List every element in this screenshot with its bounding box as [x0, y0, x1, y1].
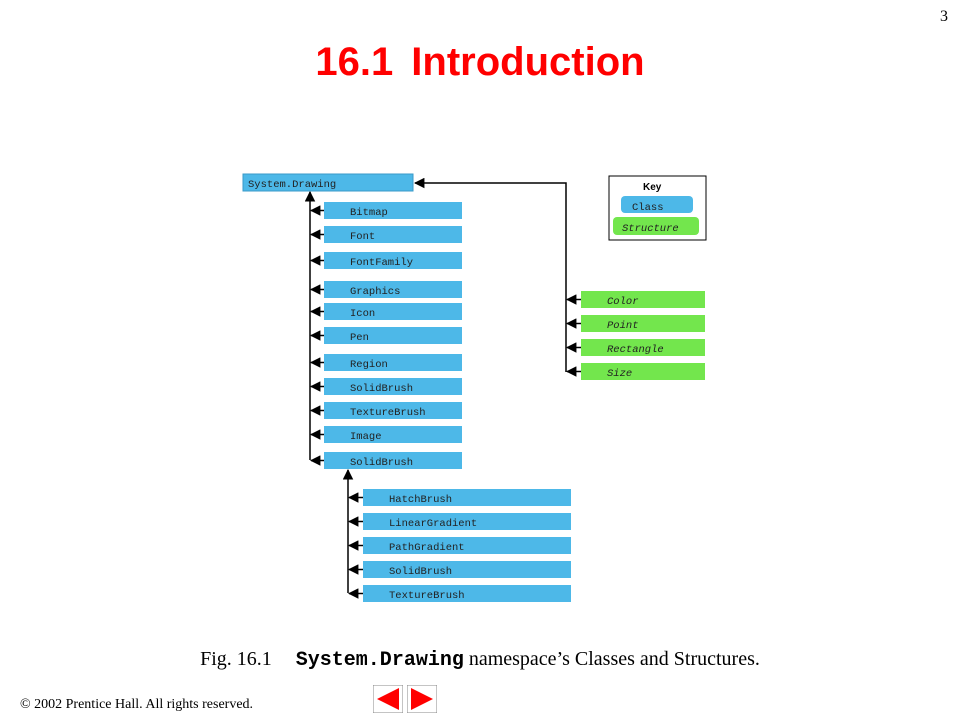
- page-number: 3: [940, 8, 948, 25]
- class-node-2: FontFamily: [309, 252, 462, 269]
- next-slide-button[interactable]: [407, 685, 437, 713]
- class-node-1-label: Font: [350, 231, 375, 243]
- class-node-6: Region: [309, 354, 462, 371]
- brush-group: HatchBrushLinearGradientPathGradientSoli…: [347, 489, 571, 602]
- section-number: 16.1: [315, 40, 394, 84]
- class-node-9-label: Image: [350, 431, 382, 443]
- previous-slide-button[interactable]: [373, 685, 403, 713]
- structure-node-0-label: Color: [607, 296, 639, 308]
- class-node-3-label: Graphics: [350, 286, 400, 298]
- class-node-2-label: FontFamily: [350, 257, 413, 269]
- brush-node-0: HatchBrush: [347, 489, 571, 506]
- structure-node-3: Size: [565, 363, 705, 380]
- class-node-8: TextureBrush: [309, 402, 462, 419]
- brush-node-0-box: [363, 489, 571, 506]
- structure-node-1: Point: [565, 315, 705, 332]
- key-structure-label: Structure: [622, 223, 679, 235]
- slide-title: 16.1 Introduction: [0, 40, 960, 85]
- class-node-0-box: [324, 202, 462, 219]
- copyright-notice: © 2002 Prentice Hall. All rights reserve…: [20, 697, 254, 712]
- brush-node-2: PathGradient: [347, 537, 571, 554]
- class-node-5-box: [324, 327, 462, 344]
- class-node-8-box: [324, 402, 462, 419]
- class-node-4-label: Icon: [350, 308, 375, 320]
- brush-node-3: SolidBrush: [347, 561, 571, 578]
- brush-node-2-label: PathGradient: [389, 542, 465, 554]
- structure-node-1-box: [581, 315, 705, 332]
- class-node-6-box: [324, 354, 462, 371]
- caption-code: System.Drawing: [295, 649, 464, 672]
- class-node-1: Font: [309, 226, 462, 243]
- structure-node-3-label: Size: [607, 368, 632, 380]
- brush-node-0-label: HatchBrush: [389, 494, 452, 506]
- key-structure-swatch: [613, 217, 699, 235]
- key-title: Key: [643, 182, 662, 193]
- root-label: System.Drawing: [248, 179, 336, 191]
- class-node-4-box: [324, 303, 462, 320]
- class-node-6-label: Region: [350, 359, 388, 371]
- structure-node-3-box: [581, 363, 705, 380]
- brush-node-3-label: SolidBrush: [389, 566, 452, 578]
- class-node-9: Image: [309, 426, 462, 443]
- figure-number: Fig. 16.1: [200, 648, 272, 670]
- class-node-7-box: [324, 378, 462, 395]
- key-class-label: Class: [632, 202, 664, 214]
- class-node-3-box: [324, 281, 462, 298]
- root-node: System.Drawing: [242, 173, 414, 192]
- brush-node-4: TextureBrush: [347, 585, 571, 602]
- brush-node-4-box: [363, 585, 571, 602]
- class-node-9-box: [324, 426, 462, 443]
- class-node-0: Bitmap: [309, 202, 462, 219]
- brush-node-1-label: LinearGradient: [389, 518, 477, 530]
- class-node-1-box: [324, 226, 462, 243]
- structure-node-0-box: [581, 291, 705, 308]
- right-triangle-icon: [411, 688, 433, 710]
- brush-node-3-box: [363, 561, 571, 578]
- class-node-8-label: TextureBrush: [350, 407, 426, 419]
- structure-node-2: Rectangle: [565, 339, 705, 356]
- class-group: BitmapFontFontFamilyGraphicsIconPenRegio…: [309, 202, 462, 469]
- structure-node-2-label: Rectangle: [607, 344, 664, 356]
- namespace-diagram: System.Drawing BitmapFontFontFamilyGraph…: [242, 173, 707, 602]
- key-class-swatch: [621, 196, 693, 213]
- class-node-0-label: Bitmap: [350, 207, 388, 219]
- class-node-7-label: SolidBrush: [350, 383, 413, 395]
- class-node-5: Pen: [309, 327, 462, 344]
- class-node-10: SolidBrush: [309, 452, 462, 469]
- class-node-3: Graphics: [309, 281, 462, 298]
- structure-node-1-label: Point: [607, 320, 639, 332]
- caption-text: namespace’s Classes and Structures.: [463, 648, 760, 670]
- brush-node-1-box: [363, 513, 571, 530]
- class-node-4: Icon: [309, 303, 462, 320]
- brush-node-4-label: TextureBrush: [389, 590, 465, 602]
- class-node-10-box: [324, 452, 462, 469]
- class-node-5-label: Pen: [350, 332, 369, 344]
- class-node-2-box: [324, 252, 462, 269]
- section-title: Introduction: [411, 40, 645, 84]
- brush-node-2-box: [363, 537, 571, 554]
- class-node-7: SolidBrush: [309, 378, 462, 395]
- key-legend: Key Class Structure: [608, 175, 707, 241]
- class-node-10-label: SolidBrush: [350, 457, 413, 469]
- figure-caption: Fig. 16.1 System.Drawing namespace’s Clas…: [0, 648, 960, 672]
- brush-node-1: LinearGradient: [347, 513, 571, 530]
- structure-node-2-box: [581, 339, 705, 356]
- structure-connector: [413, 177, 567, 372]
- left-triangle-icon: [377, 688, 399, 710]
- structure-node-0: Color: [565, 291, 705, 308]
